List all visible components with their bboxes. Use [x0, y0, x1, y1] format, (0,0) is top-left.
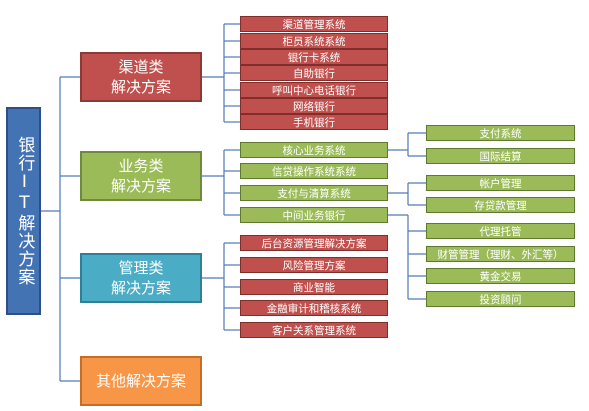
channel-item: 渠道管理系统 [240, 16, 388, 32]
category-business-label: 业务类 解决方案 [110, 156, 171, 195]
business-item-label: 信贷操作系统系统 [272, 165, 356, 178]
root-node: 银行IT解决方案 [6, 107, 41, 315]
management-item-label: 客户关系管理系统 [272, 324, 356, 337]
root-label: 银行IT解决方案 [14, 136, 35, 286]
channel-item: 银行卡系统 [240, 49, 388, 65]
management-item: 商业智能 [240, 279, 388, 295]
channel-item-label: 网络银行 [293, 100, 335, 113]
category-channel-label: 渠道类 解决方案 [110, 57, 171, 96]
category-channel: 渠道类 解决方案 [80, 52, 202, 102]
channel-item-label: 银行卡系统 [287, 51, 341, 64]
middle-sub-item: 投资顾问 [426, 291, 575, 307]
payment-sub-item: 存贷款管理 [426, 197, 575, 213]
channel-item: 自助银行 [240, 65, 388, 81]
core-sub-item-label: 国际结算 [479, 150, 522, 163]
management-item: 后台资源管理解决方案 [240, 235, 388, 251]
management-item: 风险管理方案 [240, 257, 388, 273]
category-other: 其他解决方案 [80, 356, 202, 406]
management-item-label: 后台资源管理解决方案 [261, 237, 367, 250]
category-other-label: 其他解决方案 [95, 371, 186, 390]
management-item: 金融审计和稽核系统 [240, 300, 388, 316]
channel-item-label: 自助银行 [293, 67, 335, 80]
channel-item-label: 渠道管理系统 [282, 18, 346, 31]
middle-sub-item-label: 黄金交易 [479, 270, 522, 283]
category-management: 管理类 解决方案 [80, 253, 202, 303]
core-sub-item: 支付系统 [426, 125, 575, 141]
middle-sub-item: 代理托管 [426, 223, 575, 239]
category-business: 业务类 解决方案 [80, 151, 202, 201]
payment-sub-item-label: 存贷款管理 [474, 199, 527, 212]
business-item-label: 中间业务银行 [282, 209, 346, 222]
business-item-label: 支付与清算系统 [277, 187, 351, 200]
channel-item-label: 手机银行 [293, 116, 335, 129]
business-item: 支付与清算系统 [240, 185, 388, 201]
channel-item-label: 呼叫中心电话银行 [272, 84, 356, 97]
channel-item: 柜员系统系统 [240, 33, 388, 49]
business-item: 中间业务银行 [240, 207, 388, 223]
management-item-label: 金融审计和稽核系统 [266, 302, 362, 315]
payment-sub-item-label: 帐户管理 [479, 177, 522, 190]
middle-sub-item-label: 投资顾问 [479, 293, 522, 306]
middle-sub-item: 财管管理（理财、外汇等） [426, 246, 575, 262]
management-item-label: 风险管理方案 [282, 259, 346, 272]
management-item: 客户关系管理系统 [240, 322, 388, 338]
middle-sub-item-label: 财管管理（理财、外汇等） [437, 248, 564, 261]
payment-sub-item: 帐户管理 [426, 175, 575, 191]
category-management-label: 管理类 解决方案 [110, 258, 171, 297]
middle-sub-item: 黄金交易 [426, 268, 575, 284]
channel-item: 网络银行 [240, 98, 388, 114]
channel-item: 呼叫中心电话银行 [240, 82, 388, 98]
business-item: 核心业务系统 [240, 142, 388, 158]
business-item: 信贷操作系统系统 [240, 163, 388, 179]
core-sub-item: 国际结算 [426, 148, 575, 164]
channel-item: 手机银行 [240, 114, 388, 130]
management-item-label: 商业智能 [293, 281, 335, 294]
core-sub-item-label: 支付系统 [479, 127, 522, 140]
business-item-label: 核心业务系统 [282, 144, 346, 157]
channel-item-label: 柜员系统系统 [282, 35, 346, 48]
middle-sub-item-label: 代理托管 [479, 225, 522, 238]
